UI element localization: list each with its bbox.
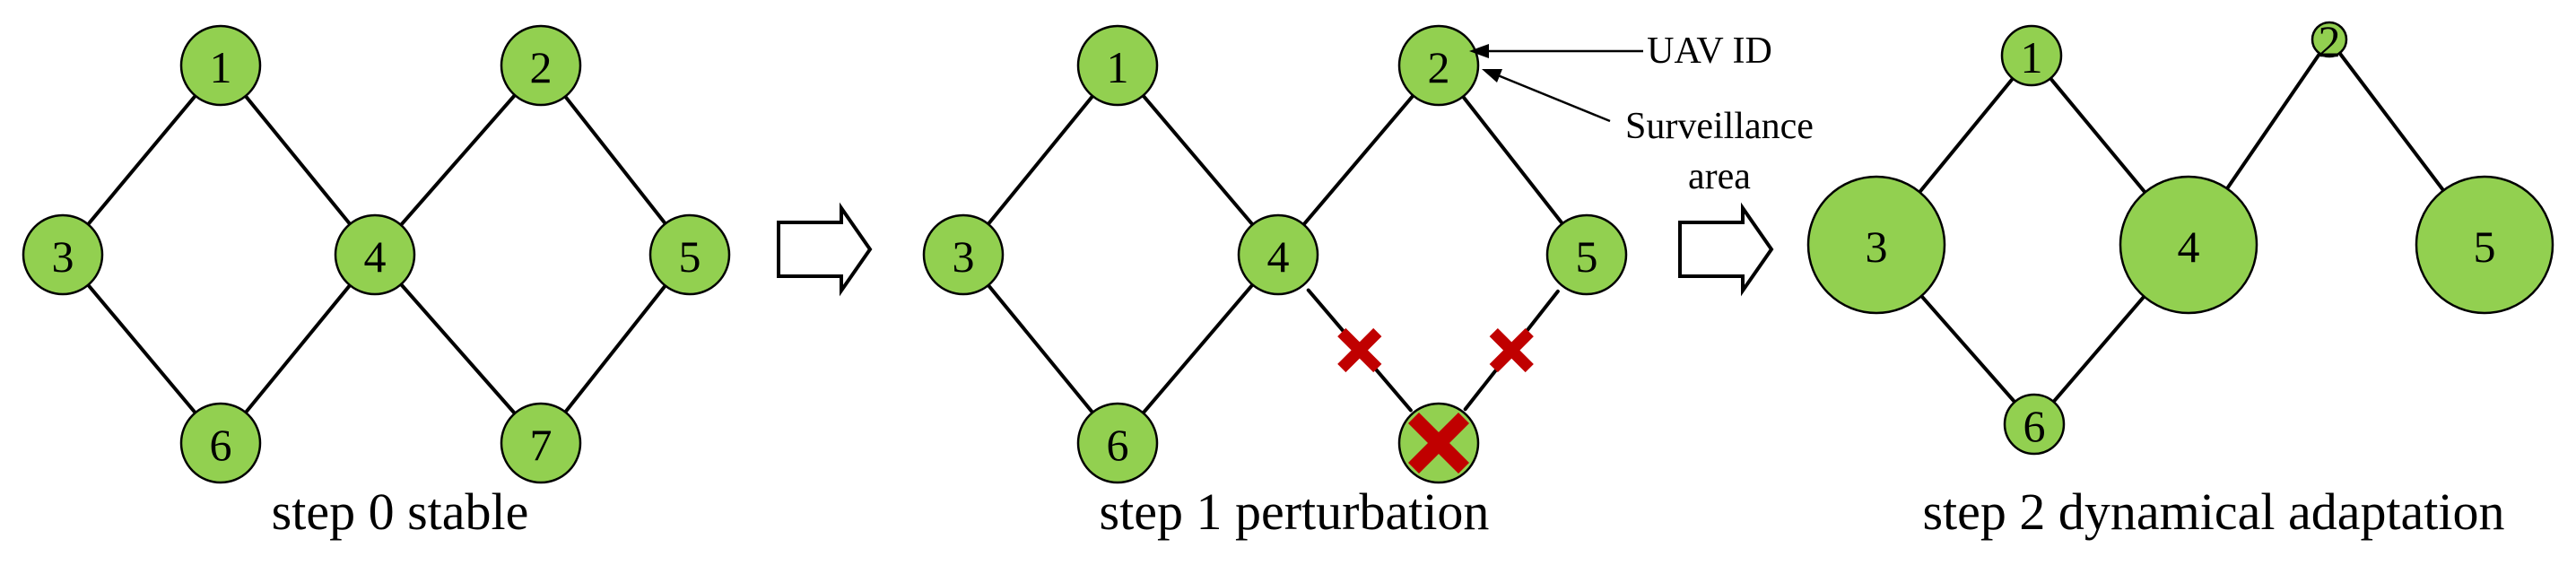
edge-3-6	[61, 253, 222, 445]
uav-node-4: 4	[2119, 175, 2258, 315]
transition-arrow-2	[1678, 202, 1774, 297]
panel-step-1: 1 2 3 4 5 6	[922, 24, 1628, 484]
uav-id-4: 4	[1267, 231, 1290, 282]
uav-id-6: 6	[1107, 420, 1129, 470]
surveillance-area-2	[1397, 24, 1480, 107]
surveillance-area-4	[1237, 213, 1319, 296]
uav-id-2: 2	[530, 42, 553, 92]
area-label: area	[1688, 156, 1751, 197]
uav-node-2: 2	[1397, 24, 1480, 107]
uav-node-2: 2	[500, 24, 582, 107]
edge-4-7	[373, 253, 543, 445]
uav-id-3: 3	[953, 231, 975, 282]
uav-id-5: 5	[2474, 222, 2496, 272]
uav-node-7: 7	[500, 402, 582, 484]
edge-2-4	[373, 64, 543, 256]
edge-1-3	[61, 64, 222, 256]
uav-node-6: 6	[2003, 393, 2066, 456]
step-0-caption: step 0 stable	[272, 482, 529, 541]
uav-node-1: 1	[1076, 24, 1159, 107]
step-1-caption: step 1 perturbation	[1100, 482, 1490, 541]
surveillance-area-1	[1076, 24, 1159, 107]
annotation-uav-id: UAV ID	[1469, 30, 1772, 72]
edge-1-3	[962, 64, 1119, 256]
uav-node-6: 6	[1076, 402, 1159, 484]
step-2-caption: step 2 dynamical adaptation	[1922, 482, 2504, 541]
uav-node-5: 5	[1545, 213, 1628, 296]
uav-node-3: 3	[922, 213, 1005, 296]
uav-node-4: 4	[334, 213, 416, 296]
uav-node-1: 1	[179, 24, 262, 107]
uav-id-7: 7	[530, 420, 553, 470]
uav-id-label: UAV ID	[1647, 30, 1772, 72]
edge-1-4	[219, 64, 377, 256]
surveillance-area-5	[648, 213, 731, 296]
surveillance-area-5	[2415, 175, 2554, 315]
uav-id-4: 4	[364, 231, 387, 282]
surveillance-area-3	[1806, 175, 1946, 315]
uav-id-5: 5	[1576, 231, 1598, 282]
panel-step-0: 1 2 3 4 5 6 7	[22, 24, 731, 484]
uav-node-5: 5	[2415, 175, 2554, 315]
surveillance-area-1	[179, 24, 262, 107]
surveillance-area-3	[922, 213, 1005, 296]
annotation-surveillance-area: Surveillance area	[1482, 69, 1814, 197]
uav-id-1: 1	[2021, 32, 2043, 83]
edge-2-4	[1276, 64, 1440, 256]
surveillance-area-6	[2003, 393, 2066, 456]
uav-node-5: 5	[648, 213, 731, 296]
edge-6-4	[1116, 253, 1280, 445]
uav-node-3: 3	[22, 213, 104, 296]
link-failure-cross-5-7	[1489, 327, 1534, 373]
edge-1-4	[1116, 64, 1280, 256]
surveillance-area-3	[22, 213, 104, 296]
transition-arrow-1	[777, 202, 873, 297]
uav-id-6: 6	[2023, 401, 2046, 451]
uav-id-3: 3	[52, 231, 74, 282]
uav-id-1: 1	[1107, 42, 1129, 92]
uav-id-1: 1	[210, 42, 232, 92]
uav-id-2: 2	[2319, 16, 2341, 66]
surveillance-area-6	[1076, 402, 1159, 484]
surveillance-area-2	[500, 24, 582, 107]
surveillance-area-7	[500, 402, 582, 484]
surveillance-area-1	[2000, 24, 2063, 87]
uav-node-1: 1	[2000, 24, 2063, 87]
uav-id-6: 6	[210, 420, 232, 470]
panel-step-2: 1 2 3 4 5 6	[1806, 16, 2554, 456]
uav-node-4: 4	[1237, 213, 1319, 296]
uav-node-6: 6	[179, 402, 262, 484]
link-failure-cross-4-7	[1337, 327, 1382, 373]
node-failure-cross-7	[1407, 412, 1470, 474]
surveillance-area-4	[334, 213, 416, 296]
surveillance-area-2	[2311, 21, 2348, 58]
uav-node-3: 3	[1806, 175, 1946, 315]
uav-id-2: 2	[1428, 42, 1450, 92]
surveillance-area-6	[179, 402, 262, 484]
uav-id-4: 4	[2178, 222, 2200, 272]
uav-node-2: 2	[2311, 16, 2348, 66]
surveillance-label: Surveillance	[1625, 106, 1814, 147]
surveillance-area-5	[1545, 213, 1628, 296]
surveillance-area-4	[2119, 175, 2258, 315]
uav-id-3: 3	[1866, 222, 1888, 272]
uav-id-5: 5	[679, 231, 701, 282]
